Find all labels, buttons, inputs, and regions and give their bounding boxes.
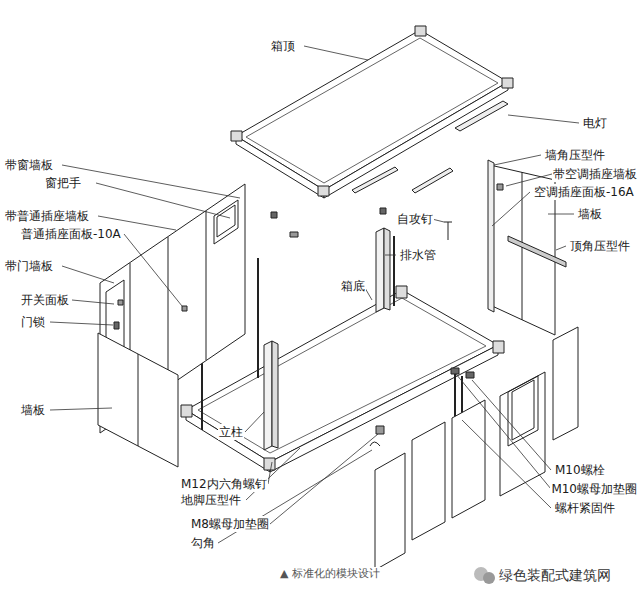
part-label: 带普通插座墙板: [4, 208, 90, 224]
part-label: 墙板: [20, 402, 46, 418]
part-label: M10螺栓: [554, 462, 606, 478]
part-label: 地脚压型件: [180, 492, 242, 508]
part-label: 墙角压型件: [544, 147, 606, 163]
part-label: 窗把手: [44, 175, 82, 191]
part-label: 开关面板: [20, 292, 70, 308]
part-label: 电灯: [582, 115, 608, 131]
part-label: 带窗墙板: [4, 157, 54, 173]
part-label: 带空调插座墙板: [552, 166, 638, 182]
part-label: 自攻钉: [396, 211, 434, 227]
part-label: M12内六角螺钉: [180, 476, 268, 492]
part-label: 带门墙板: [4, 258, 54, 274]
part-label: 箱底: [340, 278, 366, 294]
part-label: 顶角压型件: [569, 238, 631, 254]
watermark: 绿色装配式建筑网: [498, 566, 612, 584]
part-label: 墙板: [577, 206, 603, 222]
part-label: 螺杆紧固件: [554, 500, 616, 516]
part-label: 排水管: [399, 247, 437, 263]
part-label: 勾角: [190, 535, 216, 551]
part-label: 普通插座面板-10A: [20, 226, 122, 242]
caption: ▲ 标准化的模块设计: [279, 567, 381, 581]
part-label: M10螺母加垫圈: [550, 481, 638, 497]
part-label: 立柱: [218, 424, 244, 440]
part-label: M8螺母加垫圈: [190, 516, 270, 532]
part-label: 门锁: [20, 314, 46, 330]
part-label: 箱顶: [270, 38, 296, 54]
part-label: 空调插座面板-16A: [533, 184, 635, 200]
